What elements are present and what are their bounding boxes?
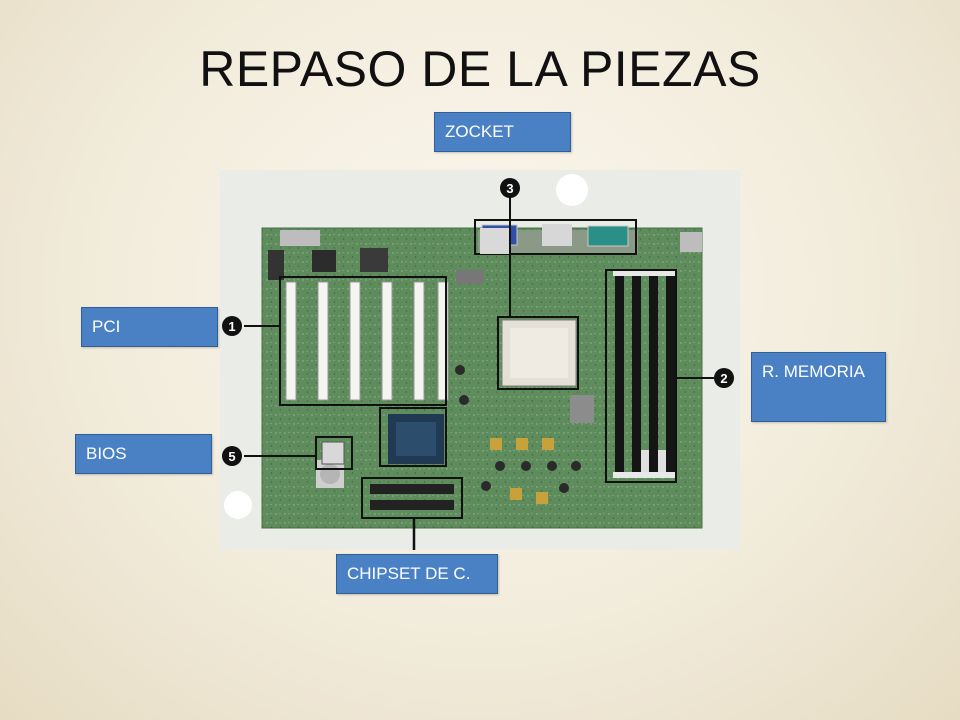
label-zocket: ZOCKET xyxy=(434,112,571,152)
pci-slot xyxy=(381,281,393,401)
callout-badge: 5 xyxy=(222,446,242,466)
motherboard-diagram: 1 3 2 5 xyxy=(220,170,740,550)
chip xyxy=(312,250,336,272)
white-blob-bottom xyxy=(224,491,252,519)
dimm-slot xyxy=(632,275,641,475)
chip xyxy=(268,250,284,280)
callout-badge: 3 xyxy=(500,178,520,198)
serial-port xyxy=(587,225,629,247)
pci-slot xyxy=(317,281,329,401)
chip xyxy=(570,395,594,423)
cpu-socket-pins xyxy=(510,328,568,378)
pci-slot xyxy=(437,281,449,401)
memory-slots xyxy=(613,270,677,478)
chip xyxy=(456,270,484,284)
ide-highlight xyxy=(361,477,463,519)
usb-port xyxy=(542,224,572,246)
label-memoria: R. MEMORIA xyxy=(751,352,886,422)
pci-slot xyxy=(413,281,425,401)
white-blob-top xyxy=(556,174,588,206)
label-pci: PCI xyxy=(81,307,218,347)
label-chipset: CHIPSET DE C. xyxy=(336,554,498,594)
capacitors xyxy=(490,438,554,504)
audio-port xyxy=(280,230,320,246)
cmos-battery xyxy=(320,464,340,484)
io-ports-highlight xyxy=(474,219,637,255)
dimm-slot xyxy=(615,275,624,475)
chip xyxy=(360,248,388,272)
dimm-slot xyxy=(649,275,658,475)
ide-connector xyxy=(370,484,454,494)
power-port xyxy=(680,232,702,252)
pci-slot xyxy=(349,281,361,401)
callout-badge: 1 xyxy=(222,316,242,336)
label-bios: BIOS xyxy=(75,434,212,474)
callout-number: 5 xyxy=(228,449,235,464)
memory-highlight xyxy=(605,269,677,483)
capacitors-dark xyxy=(455,365,581,493)
dimm-slot xyxy=(666,275,675,475)
lan-port xyxy=(480,228,510,254)
chipset-die xyxy=(396,422,436,456)
cpu-highlight xyxy=(497,316,579,390)
bios-highlight xyxy=(315,436,353,470)
pci-slots xyxy=(285,281,449,401)
callout-number: 1 xyxy=(228,319,235,334)
pci-slot xyxy=(285,281,297,401)
callout-number: 2 xyxy=(720,371,727,386)
ide-connector xyxy=(370,500,454,510)
callout-number: 3 xyxy=(506,181,513,196)
chipset-highlight xyxy=(379,407,447,467)
slide-title: REPASO DE LA PIEZAS xyxy=(199,41,761,97)
pci-highlight xyxy=(279,276,447,406)
callout-badge: 2 xyxy=(714,368,734,388)
bios-chip xyxy=(321,441,345,465)
